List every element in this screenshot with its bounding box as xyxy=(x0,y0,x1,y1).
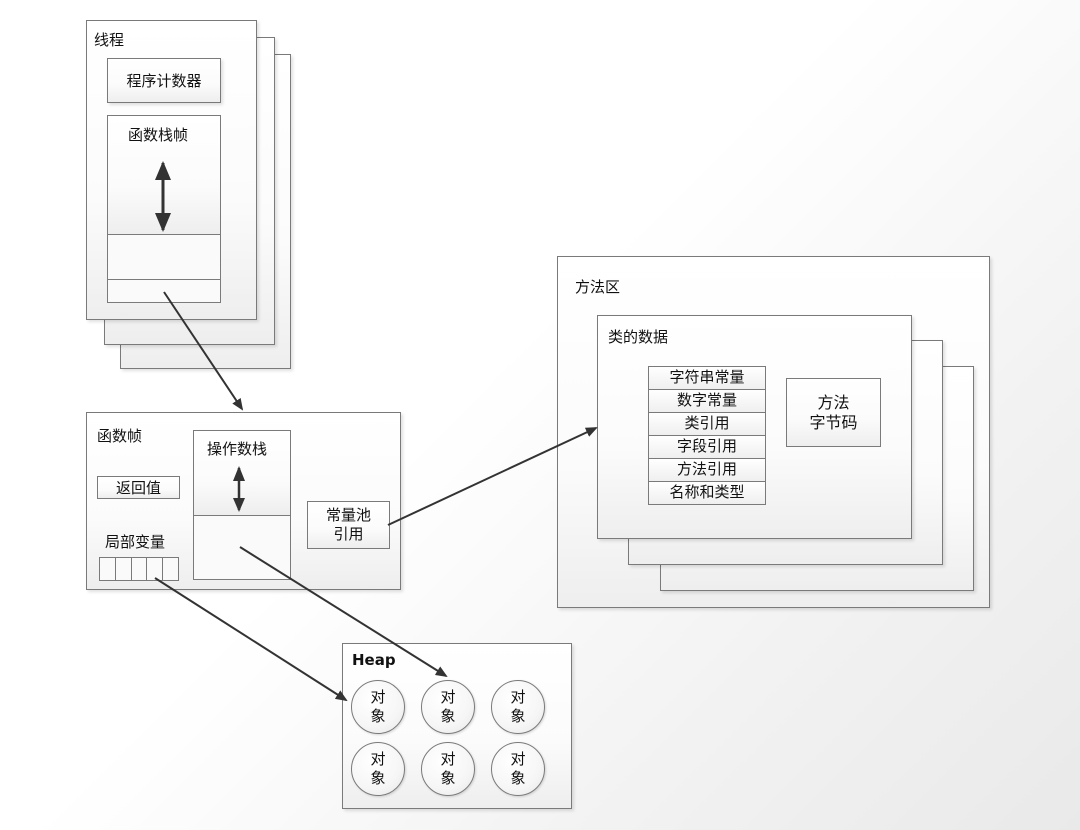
heap-object-label: 对象 xyxy=(440,688,456,725)
stack-frames-label: 函数栈帧 xyxy=(128,126,189,144)
local-vars-slots xyxy=(99,557,179,581)
constant-pool-list: 字符串常量 数字常量 类引用 字段引用 方法引用 名称和类型 xyxy=(648,366,766,505)
bytecode-label: 方法 字节码 xyxy=(809,392,858,432)
local-var-slot xyxy=(147,558,164,580)
pc-register-box: 程序计数器 xyxy=(107,58,221,103)
return-value-label: 返回值 xyxy=(115,479,161,497)
class-data-box: 类的数据 字符串常量 数字常量 类引用 字段引用 方法引用 名称和类型 方法 字… xyxy=(597,315,912,539)
operand-stack-label: 操作数栈 xyxy=(207,440,268,458)
heap-object: 对象 xyxy=(351,680,405,734)
const-pool-ref-label: 常量池 引用 xyxy=(325,506,371,543)
heap-object-label: 对象 xyxy=(510,750,526,787)
constant-pool-item: 方法引用 xyxy=(648,459,766,482)
const-pool-ref-box: 常量池 引用 xyxy=(307,501,390,549)
local-vars-label: 局部变量 xyxy=(105,533,166,551)
heap-object: 对象 xyxy=(351,742,405,796)
pc-register-label: 程序计数器 xyxy=(126,72,202,90)
heap-object-label: 对象 xyxy=(370,688,386,725)
stack-frame-row xyxy=(107,257,221,280)
constant-pool-item: 字符串常量 xyxy=(648,367,766,390)
heap-object-label: 对象 xyxy=(370,750,386,787)
operand-stack-row xyxy=(193,538,291,558)
arrow-localvars-to-heap xyxy=(154,577,348,702)
operand-stack-row xyxy=(193,515,291,539)
heap-title: Heap xyxy=(352,651,396,669)
constant-pool-item: 字段引用 xyxy=(648,436,766,459)
heap-box: Heap 对象 对象 对象 对象 对象 对象 xyxy=(342,643,572,809)
operand-stack-box: 操作数栈 xyxy=(193,430,291,516)
return-value-box: 返回值 xyxy=(97,476,180,499)
heap-object-label: 对象 xyxy=(510,688,526,725)
local-var-slot xyxy=(163,558,178,580)
bytecode-box: 方法 字节码 xyxy=(786,378,881,447)
method-area-title: 方法区 xyxy=(575,278,621,296)
stack-frame-row xyxy=(107,280,221,303)
heap-object-label: 对象 xyxy=(440,750,456,787)
stack-frame-row xyxy=(107,234,221,258)
operand-stack-row xyxy=(193,557,291,580)
heap-object: 对象 xyxy=(491,742,545,796)
constant-pool-item: 数字常量 xyxy=(648,390,766,413)
thread-title: 线程 xyxy=(94,31,125,49)
local-var-slot xyxy=(100,558,116,580)
local-var-slot xyxy=(132,558,148,580)
constant-pool-item: 名称和类型 xyxy=(648,482,766,505)
heap-object: 对象 xyxy=(421,742,475,796)
heap-object: 对象 xyxy=(491,680,545,734)
function-frame-box: 函数帧 返回值 局部变量 操作数栈 常量池 引用 xyxy=(86,412,401,590)
class-data-title: 类的数据 xyxy=(608,328,669,346)
heap-object: 对象 xyxy=(421,680,475,734)
stack-frames-box: 函数栈帧 xyxy=(107,115,221,235)
constant-pool-item: 类引用 xyxy=(648,413,766,436)
local-var-slot xyxy=(116,558,132,580)
thread-box: 线程 程序计数器 函数栈帧 xyxy=(86,20,257,320)
function-frame-title: 函数帧 xyxy=(97,427,143,445)
